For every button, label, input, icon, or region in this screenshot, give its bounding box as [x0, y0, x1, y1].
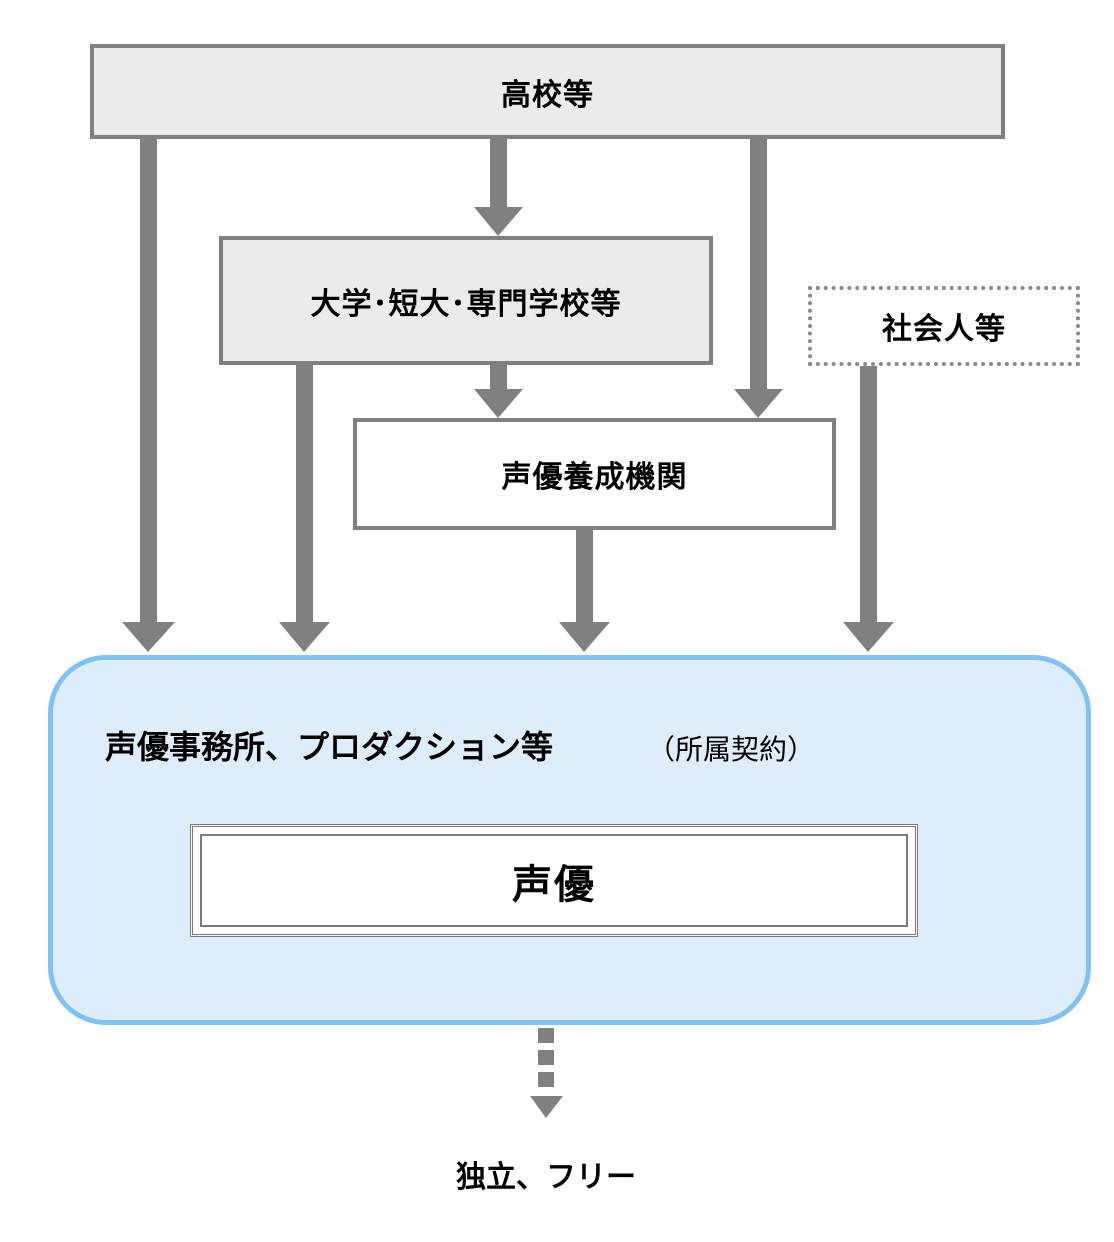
node-training-institution: 声優養成機関 — [353, 418, 836, 530]
arrow-university-to-agency-shaft — [296, 365, 313, 622]
arrow-university-to-training-shaft — [490, 365, 507, 389]
arrow-university-to-training-head — [474, 389, 523, 418]
arrow-training-to-agency-head — [559, 622, 610, 652]
arrow-agency-to-independent-dash — [538, 1028, 554, 1043]
arrow-highschool-to-agency-shaft — [140, 139, 157, 622]
arrow-working-adults-to-agency-shaft — [860, 366, 877, 622]
node-agency-note: （所属契約） — [647, 733, 816, 766]
node-voice-actor-label: 声優 — [512, 861, 596, 908]
node-independent-label: 独立、フリー — [456, 1160, 636, 1195]
node-university-label: 大学･短大･専門学校等 — [310, 286, 622, 322]
node-high-school: 高校等 — [90, 44, 1005, 139]
arrow-agency-to-independent-head — [530, 1096, 563, 1118]
node-training-institution-label: 声優養成機関 — [501, 460, 688, 495]
arrow-highschool-to-training-head — [734, 389, 783, 418]
arrow-highschool-to-agency-head — [122, 622, 175, 652]
arrow-training-to-agency-shaft — [576, 530, 593, 622]
node-agency-label: 声優事務所、プロダクション等 — [105, 728, 554, 766]
arrow-agency-to-independent-dash — [538, 1072, 554, 1087]
arrow-highschool-to-university-shaft — [490, 139, 507, 207]
node-high-school-label: 高校等 — [501, 77, 594, 113]
node-university: 大学･短大･専門学校等 — [219, 236, 713, 365]
node-voice-actor: 声優 — [190, 824, 918, 937]
arrow-agency-to-independent-dash — [538, 1050, 554, 1065]
arrow-highschool-to-training-shaft — [750, 139, 767, 389]
node-working-adults-label: 社会人等 — [882, 312, 1006, 347]
arrow-university-to-agency-head — [279, 622, 330, 652]
arrow-working-adults-to-agency-head — [843, 622, 894, 652]
node-working-adults: 社会人等 — [808, 286, 1080, 366]
arrow-highschool-to-university-head — [474, 207, 523, 236]
